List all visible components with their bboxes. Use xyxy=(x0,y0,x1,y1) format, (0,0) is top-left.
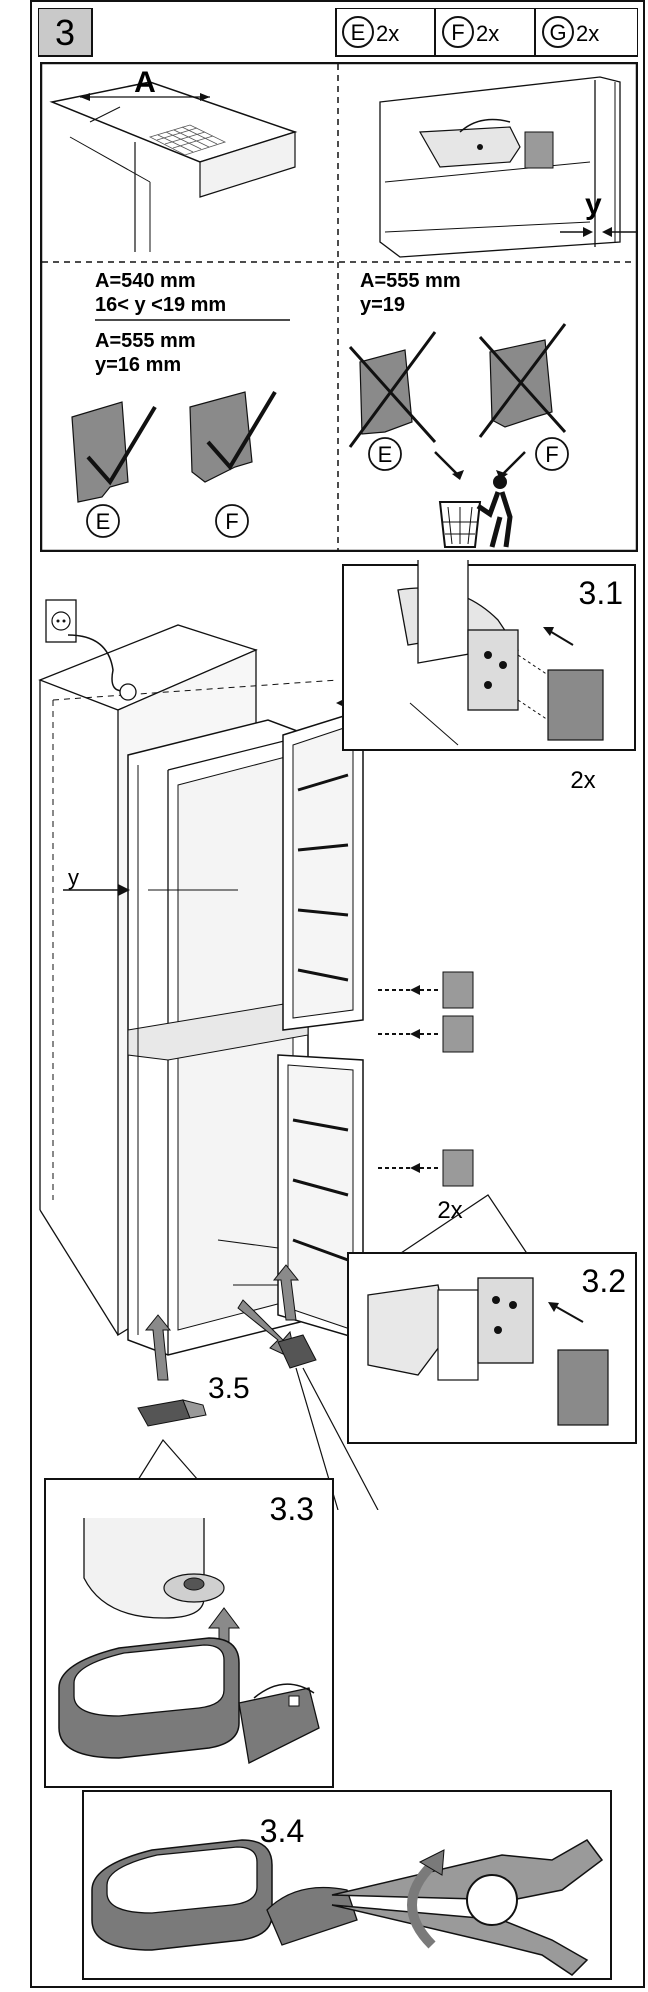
step-3-2-label: 3.2 xyxy=(582,1263,626,1299)
svg-text:E: E xyxy=(351,20,366,45)
rotate-arrow-icon xyxy=(418,1849,445,1876)
step-number: 3 xyxy=(55,12,75,53)
inset-3-3-svg: 3.3 xyxy=(44,1478,334,1788)
part-badge-f: F 2x xyxy=(442,16,499,48)
y-marker-label: y xyxy=(68,865,79,890)
foot-part-left xyxy=(137,1399,207,1427)
lower-door xyxy=(277,1054,364,1342)
assembly-panel: y 3.5 xyxy=(38,560,642,1510)
fridge-body xyxy=(127,719,378,1356)
svg-text:E: E xyxy=(96,509,111,534)
cross-icon xyxy=(348,331,437,448)
up-arrow-icon xyxy=(272,1264,300,1321)
cabinet-top-illustration: A xyxy=(49,66,298,252)
case-ok-2-a: A=555 mm xyxy=(95,330,196,352)
part-badge-e: E 2x xyxy=(342,16,399,48)
step-3-2-qty: 2x xyxy=(437,1197,462,1224)
bad-part-e: E xyxy=(348,331,437,471)
case-bad-y: y=19 xyxy=(360,294,405,316)
header-svg: 3 E 2x F 2x G 2x xyxy=(38,8,638,57)
upper-door xyxy=(282,708,364,1031)
part-badge-g: G 2x xyxy=(542,16,599,48)
step-3-1-label: 3.1 xyxy=(579,575,623,611)
cross-icon xyxy=(478,323,567,438)
hinge-part-bottom xyxy=(378,1149,474,1187)
inset-3-3-panel: 3.3 xyxy=(44,1478,334,1788)
check-icon xyxy=(86,405,157,486)
trash-icon xyxy=(434,451,526,548)
measurement-panel: A y A=540 mm 16< y <19 mm xyxy=(40,62,638,552)
svg-text:2x: 2x xyxy=(576,21,599,46)
svg-text:2x: 2x xyxy=(476,21,499,46)
case-ok-2-y: y=16 mm xyxy=(95,354,181,376)
check-icon xyxy=(206,390,277,471)
header-bar: 3 E 2x F 2x G 2x xyxy=(38,8,638,58)
step-3-5-label: 3.5 xyxy=(208,1372,250,1405)
hinge-gap-illustration: y xyxy=(379,76,638,258)
foot-part-right xyxy=(277,1334,317,1369)
page-frame xyxy=(30,0,645,1988)
inset-3-4-panel: 3.4 xyxy=(82,1790,612,1980)
case-ok-1-a: A=540 mm xyxy=(95,270,196,292)
assembly-svg: y 3.5 xyxy=(38,560,637,1510)
measurement-svg: A y A=540 mm 16< y <19 mm xyxy=(40,62,638,552)
ok-part-f: F xyxy=(189,390,277,538)
step-3-4-label: 3.4 xyxy=(260,1813,304,1849)
svg-text:E: E xyxy=(378,442,393,467)
step-3-3-label: 3.3 xyxy=(270,1491,314,1527)
bad-part-f: F xyxy=(478,323,569,471)
inset-3-4-svg: 3.4 xyxy=(82,1790,612,1980)
svg-text:F: F xyxy=(225,509,238,534)
up-arrow-icon xyxy=(144,1314,172,1381)
case-ok-1-y: 16< y <19 mm xyxy=(95,294,226,316)
dim-a-label: A xyxy=(134,66,156,99)
svg-text:F: F xyxy=(545,442,558,467)
ok-part-e: E xyxy=(71,401,157,538)
hinge-part-mid xyxy=(378,971,474,1053)
inset-3-1: 3.1 xyxy=(342,560,636,751)
step-3-1-qty: 2x xyxy=(570,767,595,794)
svg-text:2x: 2x xyxy=(376,21,399,46)
case-bad-a: A=555 mm xyxy=(360,270,461,292)
dim-y-label: y xyxy=(585,188,602,221)
inset-3-2: 3.2 xyxy=(347,1252,637,1444)
svg-text:F: F xyxy=(451,20,464,45)
svg-text:G: G xyxy=(549,20,566,45)
